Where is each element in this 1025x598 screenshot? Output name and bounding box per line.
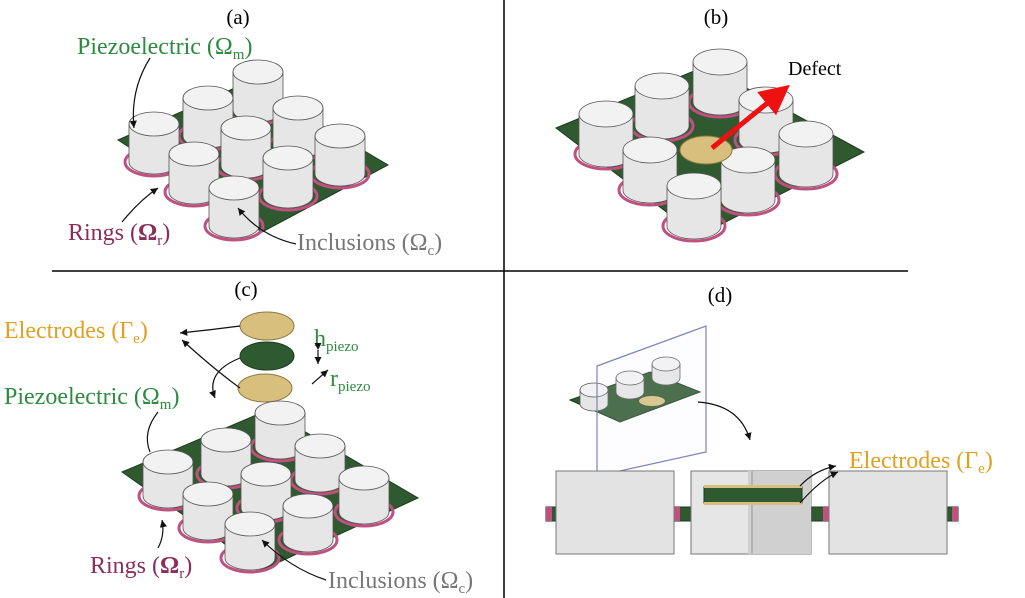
cylC-cylinder-8 [219, 511, 281, 574]
panel-a: (a) Piezoelectric (Ωm) Rings (Ωr) Inclus… [68, 5, 442, 259]
panel-c-piezo-pointer [209, 357, 241, 399]
cylB-cylinder-3 [629, 72, 695, 143]
panel-b-defect-arrow [710, 84, 790, 150]
panel-d-ring-left [546, 507, 552, 521]
panel-c-tag: (c) [234, 277, 257, 301]
panel-c-inclusions-label: Inclusions (Ωc) [328, 568, 473, 597]
panel-d-inclusion-center-shade [748, 471, 811, 554]
panel-d-electrode-bottom [704, 502, 802, 505]
panel-d: (d) Electrodes (Γe) [545, 283, 993, 555]
panel-a-piezo-pointer [129, 57, 151, 129]
cylD-cylinder-1 [615, 370, 645, 400]
cylD-cylinder-0 [651, 356, 681, 386]
cylC-cylinder-2 [333, 465, 395, 528]
panel-c-electrodes-pointer-bottom [181, 339, 241, 389]
panel-c-r-arrow [311, 369, 329, 385]
panel-d-electrode-top [704, 485, 802, 488]
panel-c-piezo-label: Piezoelectric (Ωm) [4, 384, 179, 413]
panel-c-h-label: hpiezo [314, 326, 358, 355]
panel-d-ring-mid-right [823, 507, 829, 521]
panel-c-piezo-disk [239, 341, 295, 371]
panel-d-inclusion-left [555, 470, 675, 555]
panel-c-plate-pointer [146, 411, 159, 453]
panel-c: (c) Electrodes (Γe) hpiezo rpiezo Piezoe… [4, 277, 473, 597]
cylA-cylinder-6 [123, 111, 185, 178]
panel-c-r-label: rpiezo [330, 366, 370, 395]
panel-c-inclusions-pointer [261, 539, 327, 581]
cylC-cylinder-3 [195, 427, 257, 490]
panel-d-tag: (d) [708, 283, 733, 307]
cylC-cylinder-0 [249, 400, 311, 463]
panel-d-electrodes-pointer-bottom [799, 471, 839, 504]
panel-c-electrodes-label: Electrodes (Γe) [4, 318, 148, 347]
cylC-cylinder-1 [289, 433, 351, 496]
cylC-cylinder-6 [137, 449, 199, 512]
panel-a-inclusions-pointer [237, 207, 297, 245]
cylB-cylinder-2 [773, 120, 839, 191]
panel-a-piezo-label: Piezoelectric (Ωm) [77, 34, 252, 63]
panel-d-inclusion-right [828, 470, 948, 555]
panel-b-defect-label: Defect [788, 58, 842, 80]
panel-d-electrodes-pointer-top [799, 463, 837, 487]
panel-b: (b) Defect [555, 5, 866, 243]
panel-d-small-cylinders [579, 356, 681, 412]
cylD-cylinder-2 [579, 382, 609, 412]
cylC-cylinder-7 [177, 481, 239, 544]
cylA-cylinder-2 [309, 123, 371, 190]
cylB-cylinder-0 [687, 48, 753, 119]
cylA-cylinder-8 [203, 175, 265, 242]
panel-d-piezo-layer [703, 486, 803, 504]
panel-d-small-electrode [639, 396, 665, 406]
panel-b-tag: (b) [704, 5, 729, 29]
cylB-cylinder-8 [661, 172, 727, 243]
panel-a-cylinders [123, 59, 371, 242]
cylA-cylinder-5 [257, 145, 319, 212]
panel-b-cylinders [573, 48, 839, 243]
panel-d-cut-plane [596, 325, 707, 477]
panel-d-zoom-pointer [697, 401, 752, 441]
panel-a-rings-label: Rings (Ωr) [68, 220, 170, 249]
cylA-cylinder-7 [163, 141, 225, 208]
panel-c-rings-label: Rings (Ωr) [90, 553, 192, 582]
panel-d-electrodes-label: Electrodes (Γe) [849, 448, 993, 477]
panel-a-inclusions-label: Inclusions (Ωc) [297, 230, 442, 259]
panel-c-electrode-top [239, 311, 295, 341]
panel-d-ring-right [952, 507, 958, 521]
panel-a-rings-pointer [121, 187, 159, 223]
cylB-cylinder-6 [573, 100, 639, 171]
panel-c-electrode-bottom [237, 373, 293, 403]
panel-c-rings-pointer [157, 519, 167, 549]
panel-d-ring-mid-left [674, 507, 680, 521]
panel-c-electrodes-pointer-top [179, 325, 241, 336]
panel-c-cylinders [137, 400, 395, 574]
panel-a-tag: (a) [226, 5, 249, 29]
cylC-cylinder-5 [277, 493, 339, 556]
